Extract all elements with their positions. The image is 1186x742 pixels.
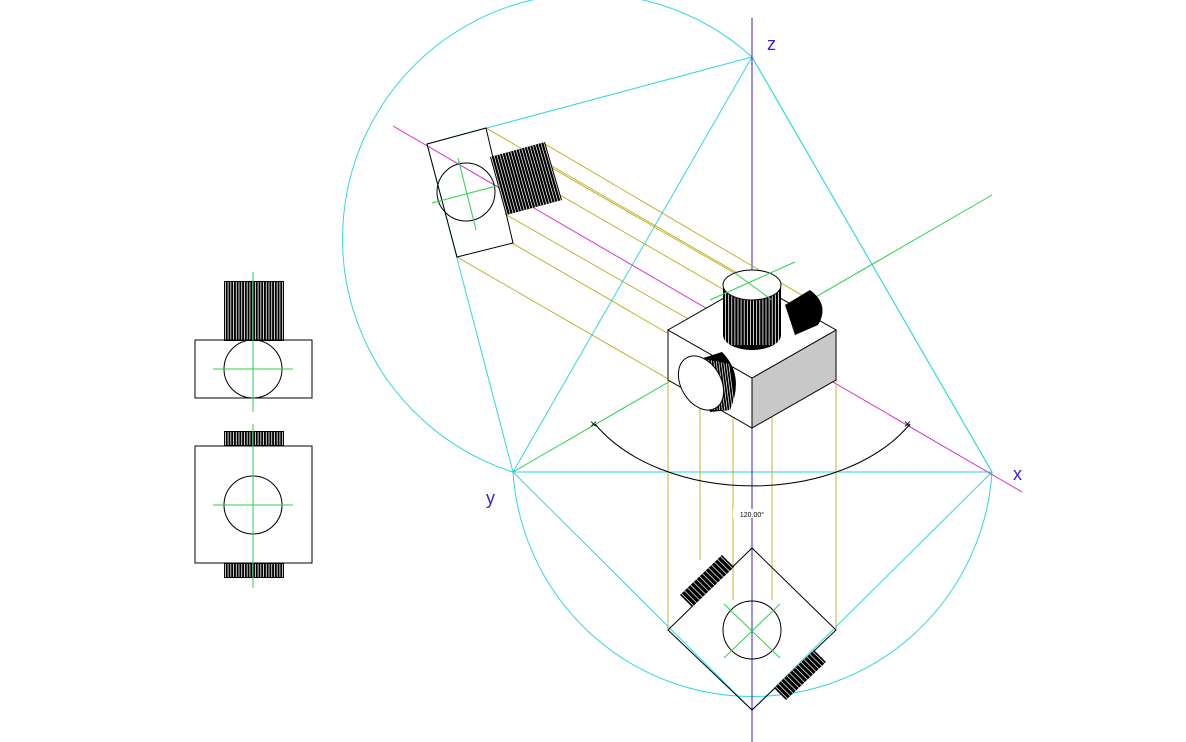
projection-lines-vertical: [667, 340, 837, 630]
knurl-line: [521, 148, 539, 207]
knurl-line: [717, 559, 730, 572]
knurl-line: [496, 155, 514, 214]
knurl-line: [540, 143, 559, 202]
knurl-line: [687, 587, 700, 601]
knurl-line: [537, 143, 556, 202]
construction-circle-upper: [342, 0, 753, 473]
knurl-line: [543, 142, 561, 201]
knurl-line: [803, 659, 817, 672]
knurl-line: [806, 656, 820, 670]
knurl-line: [526, 146, 545, 205]
construction-geometry: [342, 0, 993, 711]
angle-dimension: × × 120.00°: [590, 417, 911, 519]
knurl-line: [510, 151, 528, 210]
knurl-line: [693, 581, 706, 595]
isometric-block: [666, 261, 838, 429]
knurl-line: [532, 145, 550, 204]
top-view: [194, 424, 313, 588]
knurl-line: [711, 564, 724, 578]
knurl-line: [705, 570, 718, 583]
knurl-line: [502, 153, 519, 212]
knurl-line: [800, 661, 814, 675]
z-axis-label: z: [767, 34, 776, 54]
knurl-line: [723, 362, 731, 411]
knurl-line: [780, 680, 794, 694]
knurl-line: [725, 363, 733, 411]
knurl-line: [529, 146, 547, 205]
aux-view-hole: [436, 162, 496, 222]
knurl-line: [699, 576, 712, 589]
block-centerline-2: [734, 272, 773, 301]
knurl-line: [499, 154, 517, 213]
knurl-line: [728, 363, 736, 411]
bottom-rotated-view: [667, 547, 837, 711]
aux-view-knurl: [490, 142, 562, 215]
knurl-line: [504, 152, 522, 211]
knurl-line: [809, 653, 822, 667]
auxiliary-rotated-view: [426, 127, 562, 258]
knurl-line: [690, 584, 703, 598]
knurl-line: [702, 573, 715, 586]
knurl-line: [795, 667, 808, 680]
y-axis-label: y: [486, 488, 495, 508]
knurl-line: [789, 672, 802, 686]
knurl-line: [778, 683, 791, 697]
knurl-line: [513, 150, 531, 209]
knurl-line: [507, 152, 525, 211]
aux-view-body: [426, 127, 514, 258]
angle-dimension-arc: [594, 423, 911, 487]
aux-centerline-1: [431, 184, 501, 204]
bottom-centerline-2: [723, 603, 781, 659]
knurl-line: [515, 149, 533, 208]
block-right-knurl: [785, 290, 823, 335]
aux-centerline-2: [457, 157, 477, 231]
front-view-top-knurl: [224, 281, 284, 341]
angle-tick-right: ×: [904, 417, 911, 431]
angle-dimension-text: 120.00°: [740, 511, 764, 519]
knurl-line: [798, 664, 811, 678]
knurl-line: [786, 675, 800, 689]
knurl-line: [783, 678, 797, 691]
knurl-line: [812, 651, 825, 664]
knurl-line: [714, 561, 727, 575]
front-view: [194, 272, 313, 412]
tangent-line-5: [751, 471, 993, 711]
block-left-hole: [677, 352, 736, 412]
knurl-line: [792, 670, 805, 683]
block-top-cylinder: [722, 269, 782, 350]
knurl-line: [518, 149, 536, 208]
knurl-line: [720, 362, 728, 411]
bottom-view-knurl-lower: [774, 650, 826, 700]
knurl-line: [524, 147, 542, 206]
bottom-view-hole: [722, 600, 782, 660]
top-view-knurl-bottom: [224, 563, 284, 578]
knurl-line: [696, 579, 709, 592]
knurl-line: [684, 590, 697, 603]
knurl-line: [720, 556, 733, 569]
knurl-line: [535, 144, 553, 203]
knurl-line: [493, 155, 511, 214]
bottom-view-knurl-upper: [680, 555, 734, 607]
x-axis-label: x: [1013, 464, 1022, 484]
knurl-line: [775, 686, 788, 699]
top-view-knurl-top: [224, 431, 284, 446]
tangent-line-4: [512, 471, 753, 711]
knurl-line: [708, 567, 721, 581]
block-centerline-1: [709, 261, 796, 301]
knurl-line: [681, 593, 694, 606]
angle-tick-left: ×: [590, 417, 597, 431]
